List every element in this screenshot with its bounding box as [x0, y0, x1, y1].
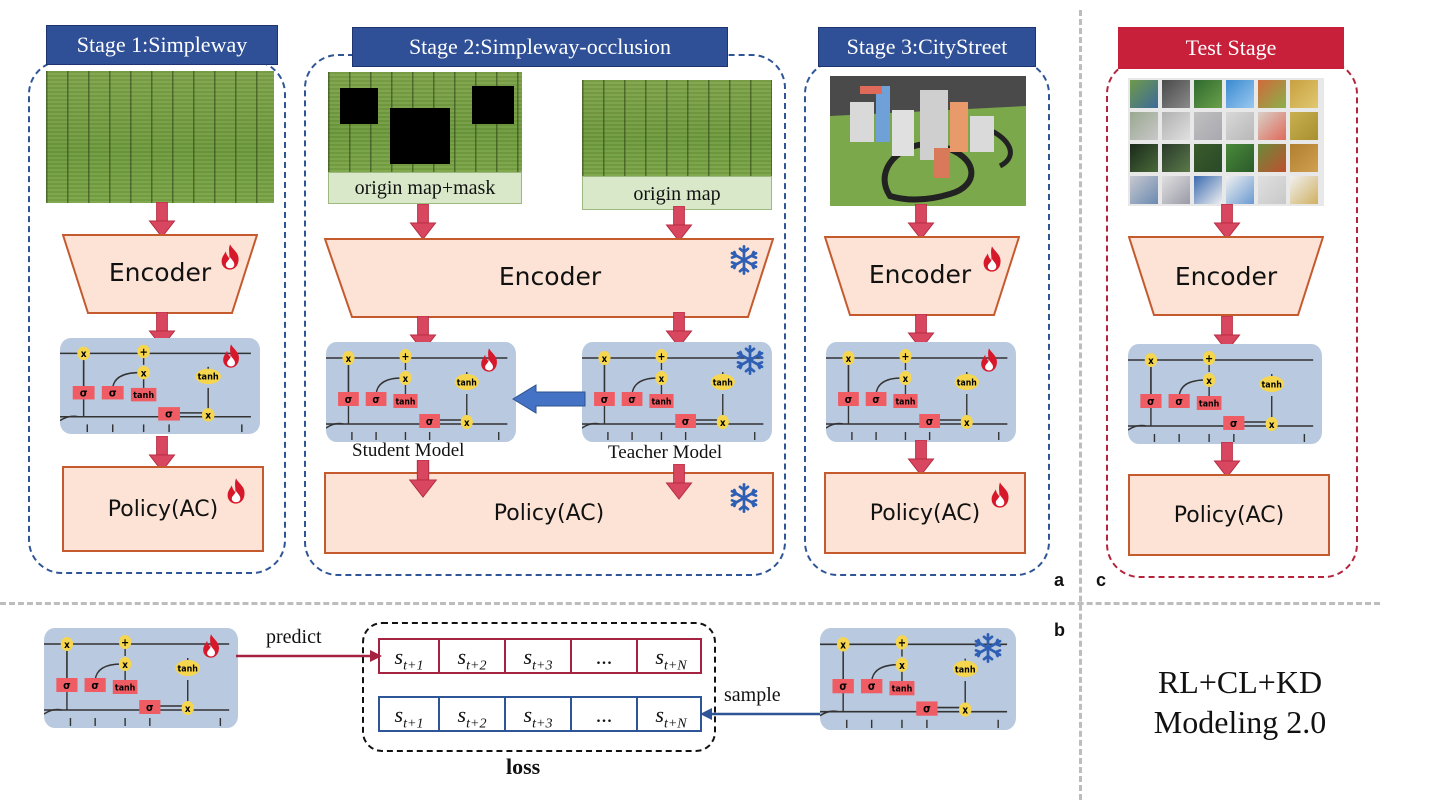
- seq-cell: ...: [572, 640, 638, 672]
- teacher-model-label: Teacher Model: [608, 442, 723, 463]
- horizontal-separator: [0, 602, 1380, 605]
- stage2-arrow-left-3: [408, 460, 438, 498]
- test-encoder-shape: [1128, 236, 1324, 316]
- test-policy-label: Policy(AC): [1173, 503, 1285, 528]
- stage3-arrow-1: [906, 204, 936, 240]
- fire-icon: [216, 240, 244, 274]
- fire-icon: [976, 344, 1002, 376]
- seq-cell: ...: [572, 698, 638, 730]
- sample-label: sample: [724, 684, 781, 706]
- stage1-arrow-1: [147, 202, 177, 238]
- fire-icon: [222, 474, 250, 508]
- panel-letter-a: a: [1054, 570, 1065, 590]
- summary-line-2: Modeling 2.0: [1153, 704, 1327, 740]
- sample-arrow: [700, 708, 824, 720]
- loss-label: loss: [506, 754, 541, 779]
- snowflake-icon: [734, 344, 766, 376]
- test-title: Test Stage: [1118, 27, 1344, 69]
- stage1-title: Stage 1:Simpleway: [46, 25, 278, 65]
- stage2-arrow-left-1: [408, 204, 438, 240]
- test-lstm-cell: [1128, 344, 1322, 444]
- panel-letter-b: b: [1054, 620, 1065, 640]
- predict-label: predict: [266, 626, 322, 648]
- student-model-label: Student Model: [352, 440, 465, 461]
- occlusion-mask: [340, 88, 378, 124]
- snowflake-icon: [728, 482, 760, 514]
- seq-cell: st+3: [506, 698, 572, 731]
- stage2-policy-box: Policy(AC): [324, 472, 774, 554]
- stage2-arrow-right-3: [664, 464, 694, 500]
- stage2-caption-left: origin map+mask: [328, 172, 522, 204]
- fire-icon: [978, 242, 1006, 276]
- predict-arrow: [236, 650, 382, 662]
- stage2-title: Stage 2:Simpleway-occlusion: [352, 27, 728, 67]
- seq-cell: st+2: [440, 698, 506, 731]
- stage2-caption-right: origin map: [582, 176, 772, 210]
- test-environments-grid: [1128, 78, 1324, 206]
- stage3-arrow-3: [906, 440, 936, 476]
- stage2-origin-map-image: [582, 80, 772, 176]
- seq-cell: st+3: [506, 640, 572, 673]
- test-arrow-1: [1212, 204, 1242, 240]
- occlusion-mask: [390, 108, 450, 164]
- vertical-separator: [1079, 10, 1082, 800]
- stage1-encoder-label: Encoder: [108, 258, 212, 287]
- sampled-state-sequence: st+1 st+2 st+3 ... st+N: [378, 696, 702, 732]
- snowflake-icon: [972, 632, 1004, 664]
- stage1-policy-label: Policy(AC): [107, 497, 219, 522]
- predicted-state-sequence: st+1 st+2 st+3 ... st+N: [378, 638, 702, 674]
- stage1-encoder-shape: [62, 234, 258, 314]
- stage1-policy-box: Policy(AC): [62, 466, 264, 552]
- stage3-encoder-shape: [824, 236, 1020, 316]
- seq-cell: st+N: [655, 644, 687, 674]
- stage2-policy-label: Policy(AC): [493, 501, 605, 526]
- distill-arrow: [512, 384, 586, 414]
- stage3-city-image: [830, 76, 1026, 206]
- stage3-title: Stage 3:CityStreet: [818, 27, 1036, 67]
- seq-cell: st+1: [380, 698, 440, 731]
- test-encoder-label: Encoder: [1174, 262, 1278, 291]
- seq-cell: st+N: [655, 702, 687, 732]
- fire-icon: [198, 630, 224, 662]
- fire-icon: [218, 340, 244, 372]
- seq-cell: st+2: [440, 640, 506, 673]
- occlusion-mask: [472, 86, 514, 124]
- stage3-encoder-label: Encoder: [868, 260, 972, 289]
- stage3-policy-box: Policy(AC): [824, 472, 1026, 554]
- stage2-encoder-shape: [324, 238, 774, 318]
- panel-letter-c: c: [1096, 570, 1107, 590]
- fire-icon: [986, 478, 1014, 512]
- stage3-policy-label: Policy(AC): [869, 501, 981, 526]
- seq-cell: st+1: [380, 640, 440, 673]
- loss-frame: [362, 622, 716, 752]
- stage2-arrow-right-1: [664, 206, 694, 242]
- stage1-map-image: [46, 71, 274, 203]
- test-policy-box: Policy(AC): [1128, 474, 1330, 556]
- fire-icon: [476, 344, 502, 376]
- summary-line-1: RL+CL+KD: [1157, 664, 1323, 700]
- stage2-encoder-label: Encoder: [498, 262, 602, 291]
- snowflake-icon: [728, 244, 760, 276]
- test-arrow-3: [1212, 442, 1242, 478]
